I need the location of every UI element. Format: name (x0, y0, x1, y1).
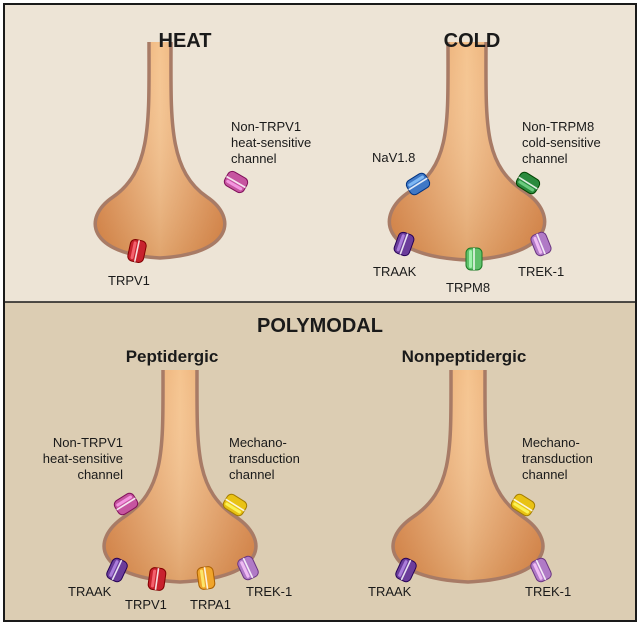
nonpeptidergic-mechano-label-line2: transduction (522, 451, 593, 466)
peptidergic-trpv1-label: TRPV1 (125, 597, 167, 612)
cold-traak-label: TRAAK (373, 264, 417, 279)
cold-non-trpm8-label-line1: Non-TRPM8 (522, 119, 594, 134)
cold-trpm8-channel (466, 248, 482, 270)
cold-non-trpm8-label-line2: cold-sensitive (522, 135, 601, 150)
heat-non-trpv1-label-line2: heat-sensitive (231, 135, 311, 150)
heat-non-trpv1-label-line3: channel (231, 151, 277, 166)
peptidergic-traak-label: TRAAK (68, 584, 112, 599)
channel-highlight (469, 250, 472, 268)
peptidergic-trpa1-channel (197, 566, 216, 590)
cold-trpm8-label: TRPM8 (446, 280, 490, 295)
heat-non-trpv1-label-line1: Non-TRPV1 (231, 119, 301, 134)
cold-trek1-label: TREK-1 (518, 264, 564, 279)
peptidergic-mechano-label-line3: channel (229, 467, 275, 482)
heat-trpv1-label: TRPV1 (108, 273, 150, 288)
peptidergic-mechano-label-line1: Mechano- (229, 435, 287, 450)
peptidergic-trek1-label: TREK-1 (246, 584, 292, 599)
cold-title: COLD (444, 30, 501, 52)
peptidergic-mechano-label-line2: transduction (229, 451, 300, 466)
nonpeptidergic-subtitle: Nonpeptidergic (402, 347, 527, 366)
cold-non-trpm8-label-line3: channel (522, 151, 568, 166)
heat-title: HEAT (159, 30, 212, 52)
peptidergic-trpv1-channel (148, 567, 167, 591)
nonpeptidergic-traak-label: TRAAK (368, 584, 412, 599)
peptidergic-non-trpv1-label-line2: heat-sensitive (43, 451, 123, 466)
nonpeptidergic-mechano-label-line3: channel (522, 467, 568, 482)
nonpeptidergic-mechano-label-line1: Mechano- (522, 435, 580, 450)
nonpeptidergic-trek1-label: TREK-1 (525, 584, 571, 599)
polymodal-title: POLYMODAL (257, 315, 383, 337)
cold-nav18-label: NaV1.8 (372, 150, 415, 165)
peptidergic-subtitle: Peptidergic (126, 347, 219, 366)
peptidergic-trpa1-label: TRPA1 (190, 597, 231, 612)
peptidergic-non-trpv1-label-line1: Non-TRPV1 (53, 435, 123, 450)
peptidergic-non-trpv1-label-line3: channel (77, 467, 123, 482)
